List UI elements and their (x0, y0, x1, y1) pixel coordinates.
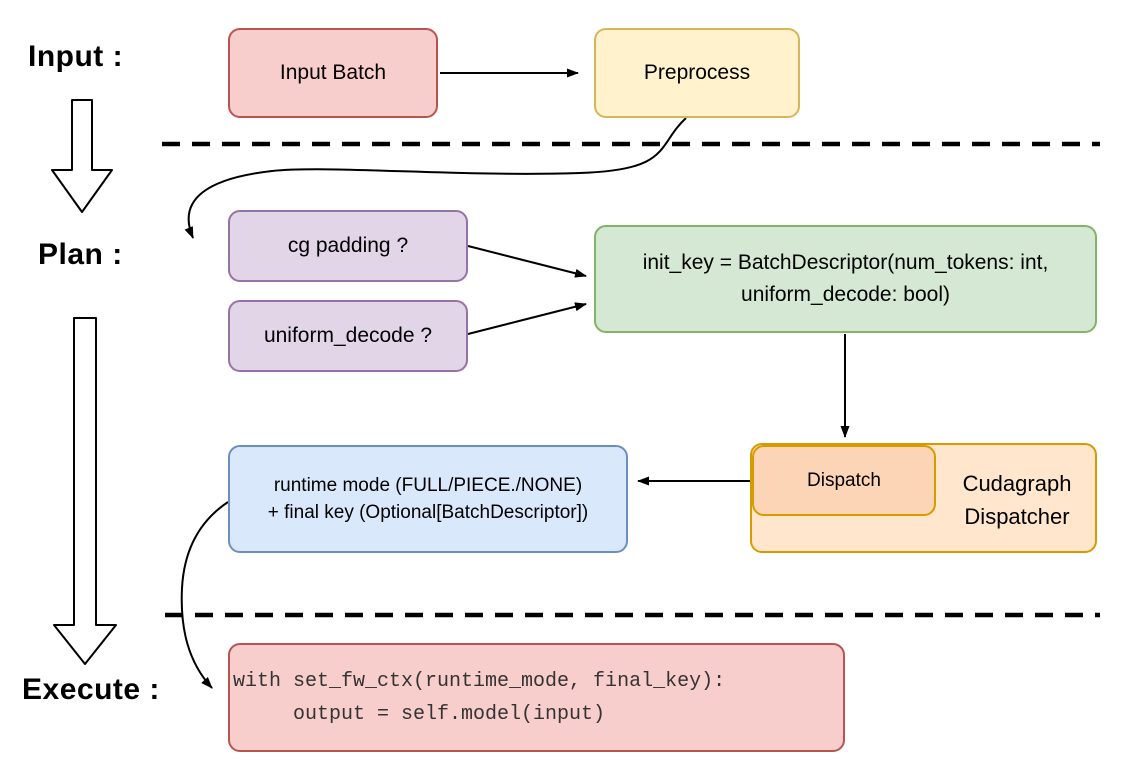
cudagraph-line2: Dispatcher (964, 504, 1070, 529)
node-uniform-decode: uniform_decode ? (228, 300, 468, 372)
input-to-plan-arrow (51, 99, 113, 213)
cudagraph-dispatcher-label: Cudagraph Dispatcher (938, 467, 1096, 533)
node-input-batch: Input Batch (228, 28, 438, 118)
arrow-runtimemode-to-execute (180, 501, 229, 689)
uniform-decode-label: uniform_decode ? (263, 324, 433, 347)
init-key-line2: uniform_decode: bool) (741, 283, 950, 306)
arrow-cgpadding-to-initkey (467, 245, 587, 278)
cudagraph-line1: Cudagraph (962, 471, 1072, 496)
node-dispatch: Dispatch (752, 445, 936, 516)
runtime-mode-line1: runtime mode (FULL/PIECE./NONE) (273, 475, 583, 496)
node-init-key: init_key = BatchDescriptor(num_tokens: i… (594, 225, 1097, 333)
node-execute-code: with set_fw_ctx(runtime_mode, final_key)… (228, 643, 845, 752)
dispatch-label: Dispatch (807, 469, 881, 491)
runtime-mode-line2: + final key (Optional[BatchDescriptor]) (267, 502, 589, 523)
cg-padding-label: cg padding ? (287, 234, 409, 257)
plan-to-execute-arrow (53, 317, 117, 665)
stage-label-input: Input : (28, 40, 124, 73)
init-key-line1: init_key = BatchDescriptor(num_tokens: i… (642, 251, 1049, 274)
execute-code-line1: with set_fw_ctx(runtime_mode, final_key)… (233, 669, 726, 693)
stage-label-execute: Execute : (22, 673, 160, 706)
stage-label-plan: Plan : (38, 238, 123, 271)
execute-code-line2: output = self.model(input) (233, 702, 606, 726)
arrow-uniformdecode-to-initkey (467, 302, 587, 335)
input-batch-label: Input Batch (279, 61, 387, 84)
node-cg-padding: cg padding ? (228, 210, 468, 282)
node-preprocess: Preprocess (594, 28, 800, 118)
node-runtime-mode: runtime mode (FULL/PIECE./NONE) + final … (228, 445, 628, 553)
preprocess-label: Preprocess (643, 61, 751, 84)
